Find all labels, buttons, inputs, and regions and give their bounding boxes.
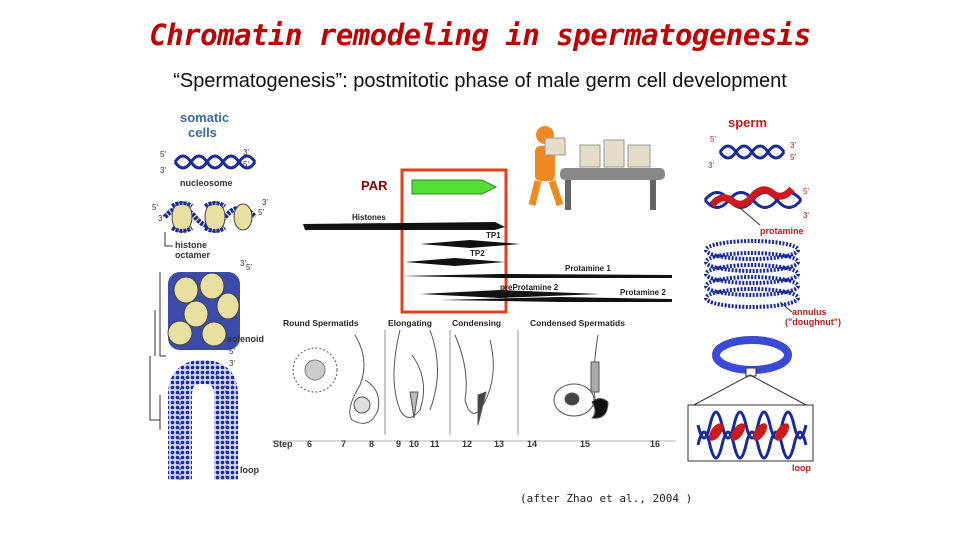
right-panel: sperm 5' 3' 3' 5' 5' 3' protamine annulu… (687, 115, 841, 473)
protein-timeline: PAR Histones TP1 TP2 Protamine 1 preProt… (303, 168, 672, 314)
sperm-header: sperm (728, 115, 767, 130)
protein-label-protamine1: Protamine 1 (565, 264, 611, 273)
step-tick: 6 (307, 439, 312, 449)
par-label: PAR (361, 178, 388, 193)
histone-octamer-line2: octamer (175, 250, 211, 260)
loop-label-left: loop (240, 465, 259, 475)
end-label: 3' (160, 166, 166, 175)
step-tick: 9 (396, 439, 401, 449)
citation: (after Zhao et al., 2004 ) (520, 492, 693, 505)
histones-band (303, 222, 505, 230)
step-tick: 8 (369, 439, 374, 449)
end-label: 3' (708, 161, 714, 170)
end-label: 3' (790, 141, 796, 150)
protein-label-tp1: TP1 (486, 231, 501, 240)
tp2-band (405, 258, 505, 266)
step-ticks: 6 7 8 9 10 11 12 13 14 15 16 (307, 439, 660, 449)
stage-label-condensing: Condensing (452, 318, 501, 328)
step-tick: 7 (341, 439, 346, 449)
histone-octamer-line1: histone (175, 240, 207, 250)
nucleosome-label: nucleosome (180, 178, 233, 188)
protein-label-preprotamine2: preProtamine 2 (500, 283, 559, 292)
step-tick: 10 (409, 439, 419, 449)
end-label: 3' (229, 359, 235, 368)
par-highlight-box (400, 168, 508, 314)
elongating-spermatid-cells (393, 329, 438, 419)
annulus-label: annulus ("doughnut") (785, 307, 841, 327)
slide-subtitle: “Spermatogenesis”: postmitotic phase of … (173, 70, 787, 92)
protamine-label: protamine (760, 226, 804, 236)
end-label: 3' (158, 214, 164, 223)
protein-label-tp2: TP2 (470, 249, 485, 258)
protamine-dna-icon (703, 186, 803, 226)
somatic-dna-helix-icon (173, 154, 257, 170)
somatic-header-line1: somatic (180, 110, 229, 125)
stage-label-elongating: Elongating (388, 318, 432, 328)
end-label: 5' (229, 347, 235, 356)
protamine1-band (400, 274, 672, 278)
sperm-loop-box (687, 404, 814, 462)
somatic-cells-header: somatic cells (180, 110, 233, 140)
end-label: 3' (240, 259, 246, 268)
protein-label-histones: Histones (352, 213, 386, 222)
preprotamine2-band (420, 290, 600, 298)
step-axis-label: Step (273, 439, 293, 449)
spermatid-stages: Round Spermatids Elongating Condensing C… (272, 318, 676, 449)
worker-conveyor-icon (528, 126, 665, 210)
protein-label-protamine2: Protamine 2 (620, 288, 666, 297)
step-tick: 15 (580, 439, 590, 449)
left-panel: somatic cells 5' 3' 3' 5' nucleosome 5' … (149, 110, 268, 480)
dna-annulus-coil-icon (704, 239, 800, 309)
par-arrow-icon (411, 179, 498, 195)
loop-label-right: loop (792, 463, 811, 473)
condensing-spermatid-cells (454, 334, 494, 426)
end-label: 5' (246, 263, 252, 272)
step-tick: 14 (527, 439, 537, 449)
end-label: 5' (243, 160, 249, 169)
step-tick: 12 (462, 439, 472, 449)
end-label: 5' (710, 135, 716, 144)
annulus-line1: annulus (792, 307, 827, 317)
stage-label-round: Round Spermatids (283, 318, 359, 328)
stage-dividers (384, 330, 519, 435)
end-label: 3' (803, 211, 809, 220)
histone-octamer-label: histone octamer (175, 240, 211, 260)
toroid-doughnut-icon (689, 336, 811, 408)
somatic-header-line2: cells (188, 125, 217, 140)
end-label: 5' (160, 150, 166, 159)
tp1-band (420, 240, 520, 248)
condensed-spermatid-cells (553, 334, 609, 419)
end-label: 3' (262, 198, 268, 207)
end-label: 5' (790, 153, 796, 162)
step-tick: 13 (494, 439, 504, 449)
end-label: 3' (243, 148, 249, 157)
nucleosome-array-icon (163, 201, 257, 233)
end-label: 5' (803, 187, 809, 196)
end-label: 5' (152, 203, 158, 212)
annulus-line2: ("doughnut") (785, 317, 841, 327)
slide-title: Chromatin remodeling in spermatogenesis (149, 18, 811, 52)
step-tick: 16 (650, 439, 660, 449)
protamine2-band (440, 297, 672, 302)
chromatin-loop-icon (168, 359, 238, 480)
solenoid-label: solenoid (227, 334, 264, 344)
sperm-dna-helix-icon (718, 144, 786, 160)
step-tick: 11 (430, 439, 440, 449)
stage-label-condensed: Condensed Spermatids (530, 318, 625, 328)
round-spermatid-cells (292, 334, 380, 424)
end-label: 5' (258, 208, 264, 217)
solenoid-icon (167, 272, 240, 350)
